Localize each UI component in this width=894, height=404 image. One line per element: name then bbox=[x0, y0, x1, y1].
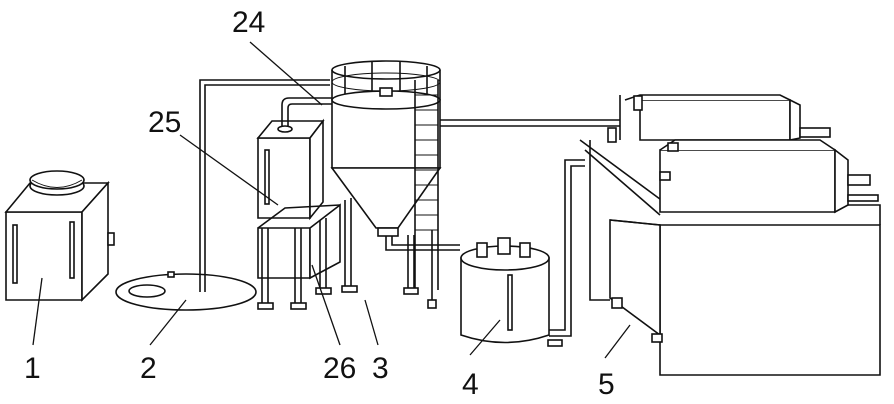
label-26: 26 bbox=[323, 352, 356, 385]
leader-1 bbox=[32, 277, 43, 346]
leader-2 bbox=[149, 299, 187, 346]
component-4-tank bbox=[460, 159, 585, 347]
label-3: 3 bbox=[372, 352, 389, 385]
leader-25 bbox=[179, 134, 279, 206]
label-2: 2 bbox=[140, 352, 157, 385]
leader-5 bbox=[604, 324, 631, 359]
label-1: 1 bbox=[24, 352, 41, 385]
label-25: 25 bbox=[148, 106, 181, 139]
component-1-tank bbox=[4, 170, 115, 302]
leader-26 bbox=[311, 264, 341, 346]
label-4: 4 bbox=[462, 368, 479, 401]
leader-4 bbox=[469, 319, 501, 356]
labels: 1 2 3 4 5 24 25 26 bbox=[24, 6, 615, 401]
component-5-machine bbox=[579, 94, 881, 376]
component-3-ladder bbox=[403, 80, 439, 309]
leader-3 bbox=[364, 299, 379, 346]
component-2-base-plate bbox=[115, 79, 330, 311]
component-24-silo bbox=[330, 60, 620, 251]
label-5: 5 bbox=[598, 368, 615, 401]
leader-lines bbox=[32, 41, 631, 359]
leader-24 bbox=[249, 41, 323, 106]
label-24: 24 bbox=[232, 6, 265, 39]
component-25-cabinet bbox=[256, 97, 332, 221]
component-26-frame bbox=[257, 198, 358, 310]
